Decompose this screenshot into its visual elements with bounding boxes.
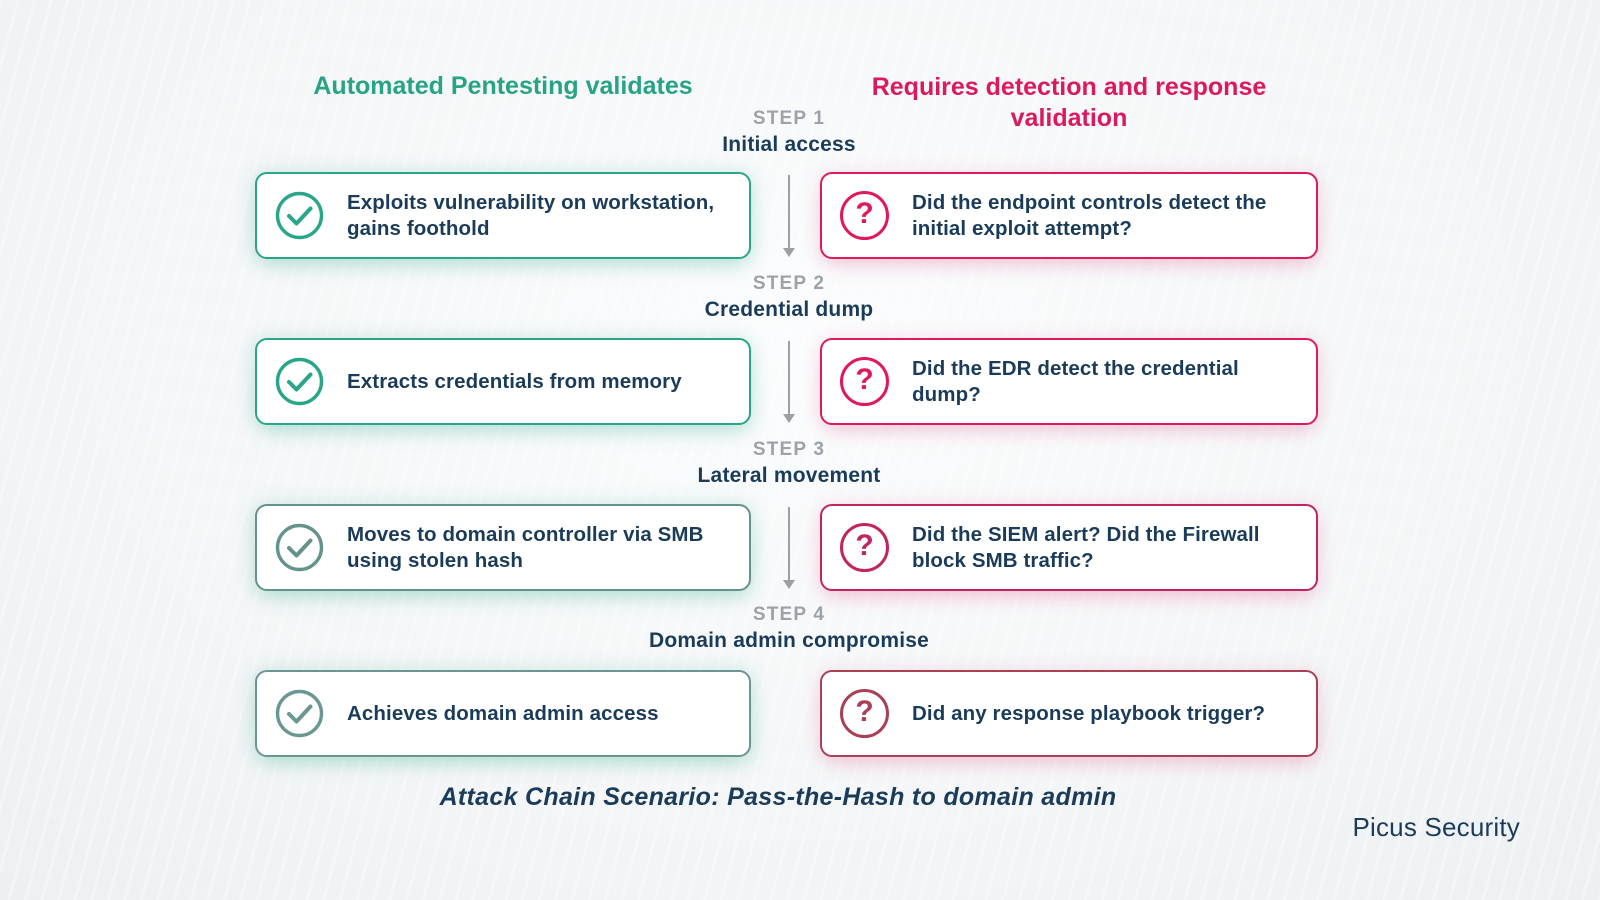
detection-card-text: Did the endpoint controls detect the ini…: [912, 191, 1267, 240]
question-circle-icon: [840, 191, 889, 240]
pentest-card-step-4: Achieves domain admin access: [255, 670, 751, 757]
step-1-name: Initial access: [722, 133, 856, 156]
pentest-card-step-1: Exploits vulnerability on workstation, g…: [255, 172, 751, 259]
step-4-header: STEP 4 Domain admin compromise: [579, 604, 999, 653]
pentest-card-step-2: Extracts credentials from memory: [255, 338, 751, 425]
detection-card-text: Did the EDR detect the credential dump?: [912, 357, 1239, 406]
flow-arrow-down-icon: [783, 175, 795, 257]
pentest-card-text: Moves to domain controller via SMB using…: [347, 523, 704, 572]
left-column-header: Automated Pentesting validates: [313, 72, 693, 100]
check-circle-icon: [275, 689, 324, 738]
step-1-label: STEP 1: [752, 108, 826, 129]
step-2-name: Credential dump: [704, 298, 874, 321]
detection-card-text: Did the SIEM alert? Did the Firewall blo…: [912, 523, 1260, 572]
question-circle-icon: [840, 357, 889, 406]
check-circle-icon: [275, 357, 324, 406]
pentest-card-step-3: Moves to domain controller via SMB using…: [255, 504, 751, 591]
detection-card-step-3: Did the SIEM alert? Did the Firewall blo…: [820, 504, 1318, 591]
step-4-label: STEP 4: [752, 604, 826, 625]
detection-card-step-2: Did the EDR detect the credential dump?: [820, 338, 1318, 425]
check-circle-icon: [275, 191, 324, 240]
detection-card-step-1: Did the endpoint controls detect the ini…: [820, 172, 1318, 259]
step-3-label: STEP 3: [752, 439, 826, 460]
question-circle-icon: [840, 523, 889, 572]
step-2-header: STEP 2 Credential dump: [579, 273, 999, 322]
scenario-caption: Attack Chain Scenario: Pass-the-Hash to …: [439, 783, 1117, 811]
flow-arrow-down-icon: [783, 341, 795, 423]
right-column-header: Requires detection and response validati…: [871, 73, 1267, 132]
pentest-card-text: Exploits vulnerability on workstation, g…: [347, 191, 715, 240]
pentest-card-text: Achieves domain admin access: [347, 701, 659, 725]
brand-wordmark: Picus Security: [1352, 812, 1520, 842]
step-2-label: STEP 2: [752, 273, 826, 294]
step-4-name: Domain admin compromise: [649, 629, 929, 652]
pentest-card-text: Extracts credentials from memory: [347, 369, 682, 393]
detection-card-text: Did any response playbook trigger?: [912, 701, 1266, 725]
step-3-name: Lateral movement: [697, 464, 881, 487]
step-3-header: STEP 3 Lateral movement: [579, 439, 999, 488]
step-1-header: STEP 1 Initial access: [579, 108, 999, 157]
flow-arrow-down-icon: [783, 507, 795, 589]
question-circle-icon: [840, 689, 889, 738]
check-circle-icon: [275, 523, 324, 572]
detection-card-step-4: Did any response playbook trigger?: [820, 670, 1318, 757]
